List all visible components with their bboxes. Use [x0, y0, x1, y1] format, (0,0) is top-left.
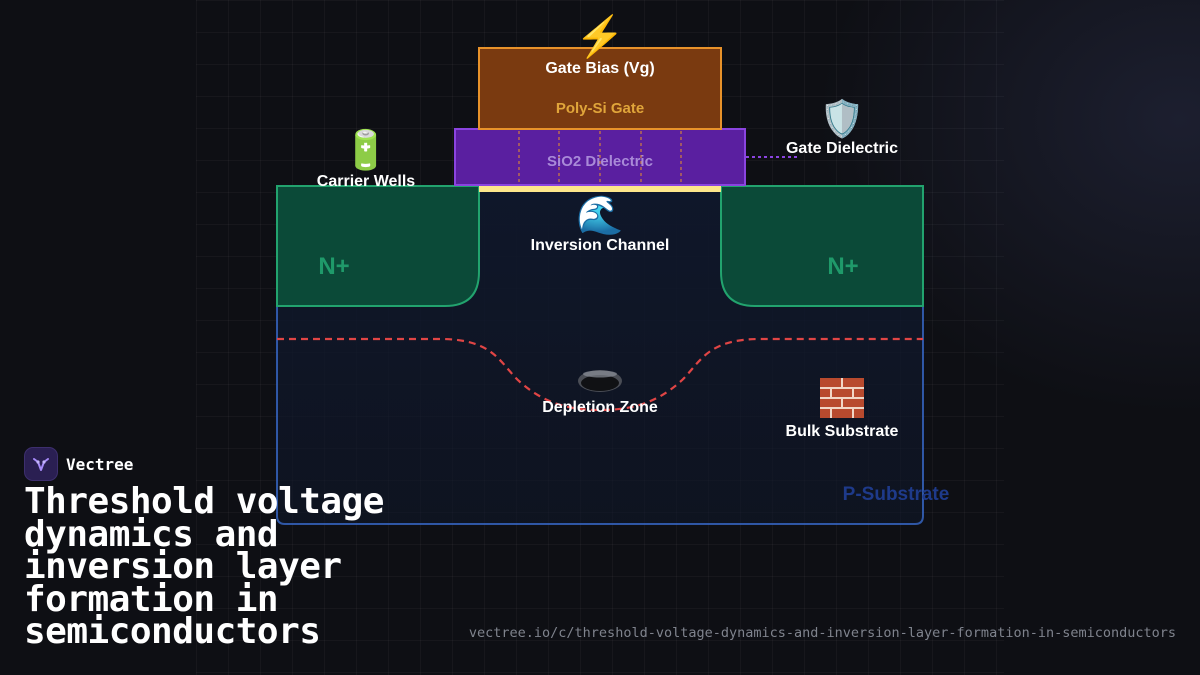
depletion-zone-label: Depletion Zone [542, 399, 658, 416]
brand: Vectree [24, 447, 133, 481]
shield-icon: 🛡️ [820, 98, 865, 139]
drain-well [720, 185, 924, 307]
vectree-logo-icon [24, 447, 58, 481]
hole-icon [578, 370, 622, 392]
dielectric-field-lines [518, 131, 682, 183]
battery-icon: 🔋 [342, 128, 389, 172]
inversion-channel-strip [479, 185, 721, 192]
inversion-channel-label: Inversion Channel [531, 237, 670, 254]
page-url[interactable]: vectree.io/c/threshold-voltage-dynamics-… [468, 625, 1176, 641]
brick-icon [820, 378, 864, 418]
depletion-boundary [277, 337, 923, 412]
source-well-label: N+ [318, 253, 349, 280]
p-substrate-label: P-Substrate [843, 484, 950, 505]
poly-si-gate [478, 47, 722, 130]
page-title: Threshold voltage dynamics and inversion… [24, 481, 384, 652]
sio2-dielectric-label: SiO2 Dielectric [547, 153, 653, 170]
bulk-substrate-label: Bulk Substrate [786, 423, 899, 440]
lightning-icon: ⚡ [575, 13, 625, 60]
brand-name: Vectree [66, 454, 134, 474]
gate-dielectric-label: Gate Dielectric [786, 140, 898, 157]
gate-bias-label: Gate Bias (Vg) [545, 60, 654, 77]
drain-well-label: N+ [827, 253, 858, 280]
wave-icon: 🌊 [576, 193, 623, 237]
poly-si-gate-label: Poly-Si Gate [556, 100, 644, 117]
source-well [276, 185, 480, 307]
carrier-wells-label: Carrier Wells [317, 173, 416, 190]
